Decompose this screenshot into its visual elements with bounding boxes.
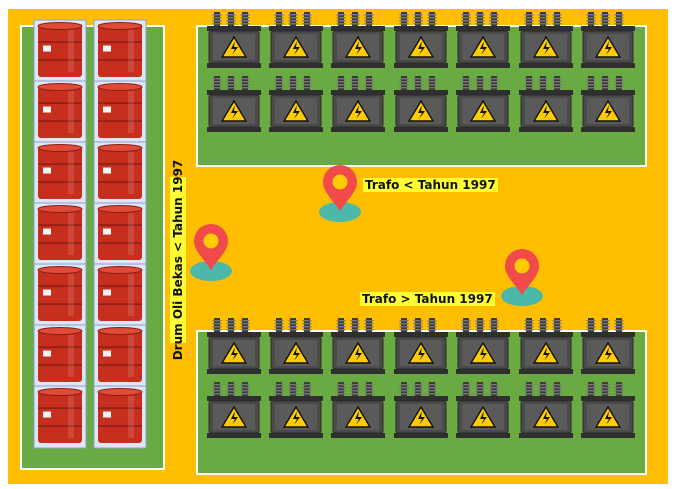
label-trafo-new: Trafo > Tahun 1997 [360, 292, 495, 306]
label-trafo-old: Trafo < Tahun 1997 [363, 178, 498, 192]
map-pin-icon[interactable] [319, 165, 361, 222]
label-drum: Drum Oli Bekas < Tahun 1997 [170, 177, 186, 343]
map-pin-icon[interactable] [190, 224, 232, 281]
map-pin-icon[interactable] [501, 249, 543, 306]
label-drum-text: Drum Oli Bekas < Tahun 1997 [171, 160, 185, 361]
